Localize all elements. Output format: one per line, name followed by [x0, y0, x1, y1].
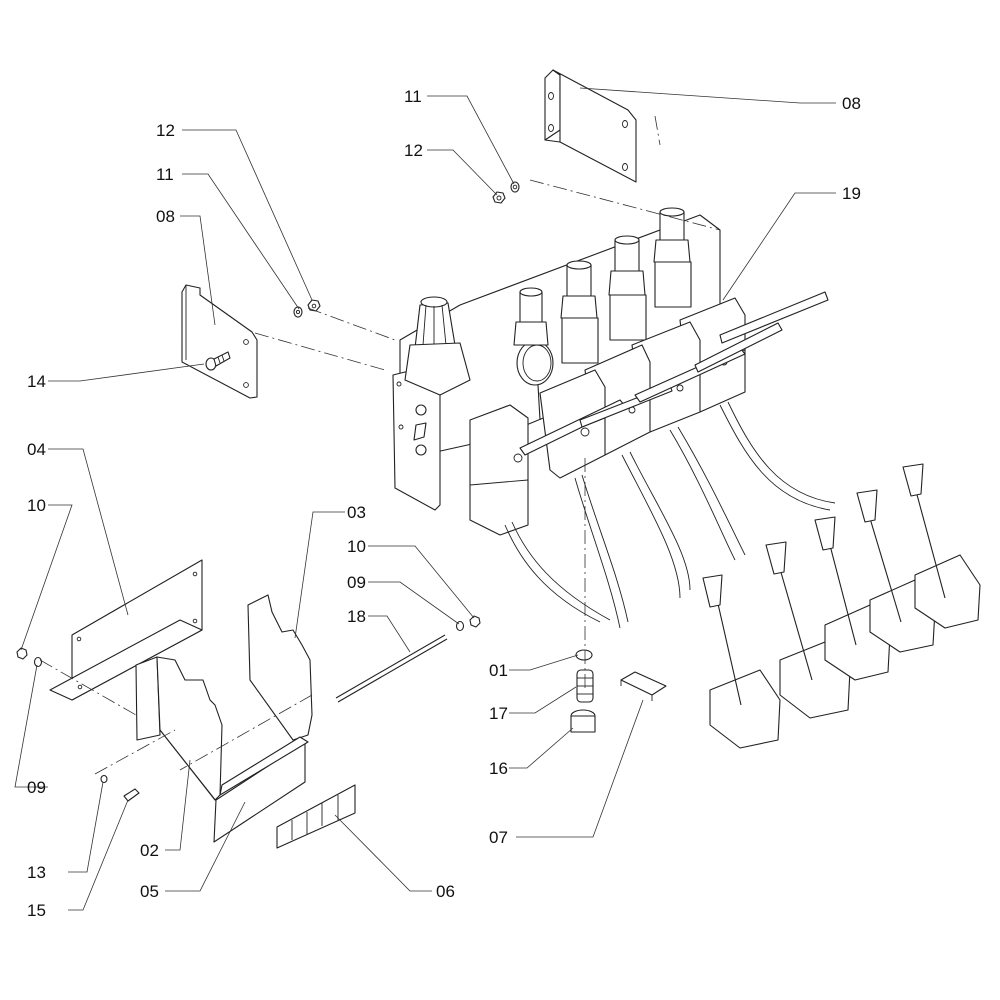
callout-05: 05: [140, 882, 159, 901]
callout-11-left: 11: [156, 165, 174, 184]
filter-parts: [570, 649, 667, 733]
bracket-left: [181, 284, 258, 399]
callout-15: 15: [27, 901, 46, 920]
callout-10-left: 10: [27, 496, 46, 515]
callout-13: 13: [27, 863, 46, 882]
lever-5: [902, 463, 981, 629]
callout-02: 02: [140, 841, 159, 860]
callout-09-right: 09: [347, 573, 366, 592]
callout-18: 18: [347, 607, 366, 626]
fitting-3: [608, 235, 647, 341]
callout-12-left: 12: [156, 121, 175, 140]
callout-03: 03: [347, 503, 366, 522]
side-bracket-02: [135, 656, 223, 803]
side-bracket-03: [247, 594, 313, 741]
callout-06: 06: [436, 882, 455, 901]
valve-manifold: [392, 207, 829, 536]
bracket-top: [544, 69, 637, 183]
leader-lines: [14, 87, 836, 911]
rod-hardware: [16, 615, 481, 802]
callout-08-left: 08: [156, 207, 175, 226]
callout-14: 14: [27, 372, 46, 391]
fitting-2: [560, 260, 599, 364]
callout-16: 16: [489, 759, 508, 778]
callout-11-top: 11: [404, 87, 422, 106]
control-cables: [504, 401, 836, 629]
callout-12-top: 12: [404, 141, 423, 160]
decal-06: [276, 784, 356, 849]
callout-08-top: 08: [842, 94, 861, 113]
callout-19: 19: [842, 184, 861, 203]
callout-09-left: 09: [27, 778, 46, 797]
fitting-1: [513, 287, 549, 346]
control-levers: [702, 463, 981, 749]
bolt-14: [205, 351, 231, 371]
callout-01: 01: [489, 661, 508, 680]
callout-10-right: 10: [347, 537, 366, 556]
back-plate-04: [49, 559, 203, 701]
lever-1: [702, 574, 781, 749]
fitting-4: [653, 207, 692, 308]
callout-04: 04: [27, 440, 46, 459]
callout-labels: 12 11 08 14 11 12 08 19 04 10 09 03 10 0…: [27, 87, 861, 920]
nut-washer-top: [492, 181, 520, 204]
threaded-rod-18: [335, 634, 448, 703]
callout-17: 17: [489, 704, 508, 723]
nut-washer-left: [293, 299, 321, 318]
valve-handles: [519, 291, 829, 456]
callout-07: 07: [489, 828, 508, 847]
assembly-lines: [39, 115, 721, 775]
base-plate-05: [213, 736, 309, 843]
